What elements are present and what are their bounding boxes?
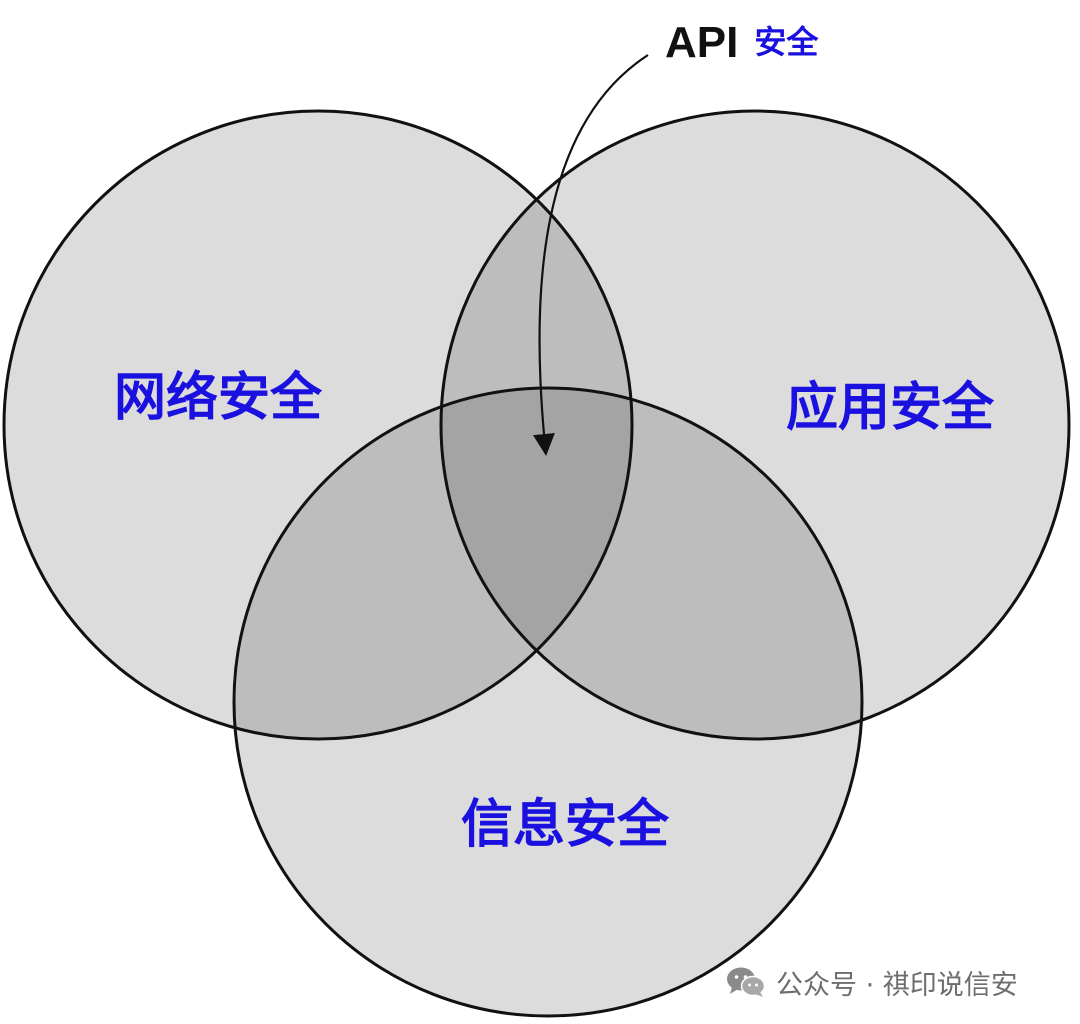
api-callout-arrow xyxy=(532,54,649,456)
watermark-text: 公众号 · 祺印说信安 xyxy=(776,969,1018,1001)
api-callout-suffix: 安全 xyxy=(754,23,819,61)
api-callout-prefix: API xyxy=(665,18,738,67)
information-security-label: 信息安全 xyxy=(461,795,670,855)
network-security-label: 网络安全 xyxy=(114,368,323,428)
network-security-outline xyxy=(2,109,634,741)
application-security-outline xyxy=(439,109,1071,741)
information-security-outline xyxy=(232,386,864,1018)
watermark: 公众号 · 祺印说信安 xyxy=(726,962,1018,1002)
api-security-callout: API 安全 xyxy=(665,18,819,67)
wechat-icon xyxy=(727,967,766,997)
application-security-label: 应用安全 xyxy=(786,378,995,438)
